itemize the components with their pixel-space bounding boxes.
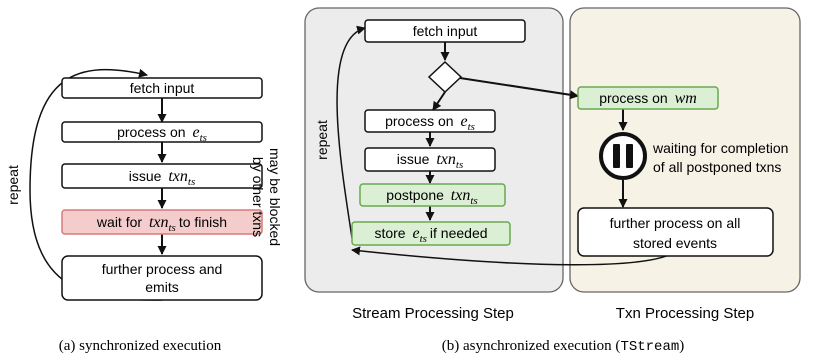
process-label-b: process on ets: [385, 113, 475, 133]
fetch-input-label-a: fetch input: [130, 80, 195, 96]
fetch-input-box-a: [61, 77, 263, 99]
blocked-note-line1: may be blocked: [267, 148, 283, 246]
panel-a: fetch input process on ets issue txnts w…: [5, 68, 283, 354]
repeat-label-a: repeat: [5, 165, 21, 205]
repeat-loop-arrow-b: [336, 25, 366, 239]
issue-label-b: issue txnts: [397, 151, 463, 171]
stream-processing-step-label: Stream Processing Step: [352, 305, 514, 322]
pause-icon: [599, 132, 647, 180]
caption-b: (b) asynchronized execution (TStream): [442, 338, 685, 355]
txn-processing-step-label: Txn Processing Step: [616, 305, 754, 322]
issue-box-b: [364, 147, 496, 172]
issue-box-a: [61, 163, 263, 189]
process-label-a: process on ets: [117, 124, 207, 144]
further-process-line2-a: emits: [145, 279, 178, 295]
panel-b: fetch input process on ets issue txnts p…: [304, 7, 801, 355]
issue-label-a: issue txnts: [129, 168, 195, 188]
waiting-label-line2: of all postponed txns: [653, 159, 781, 175]
process-wm-label: process on wm: [599, 90, 697, 107]
further-process-line1-b: further process on all: [610, 215, 741, 231]
waiting-label-line1: waiting for completion: [652, 140, 788, 156]
further-process-box-a: [61, 255, 263, 301]
postpone-label: postpone txnts: [386, 187, 477, 207]
arrow-b-to-wm: [459, 77, 579, 100]
arrow-b2: [432, 91, 446, 111]
blocked-note-line2: by other txns: [250, 157, 266, 237]
fetch-input-label-b: fetch input: [413, 23, 478, 39]
postpone-box: [359, 183, 506, 207]
fetch-input-box-b: [364, 19, 526, 43]
caption-a: (a) synchronized execution: [59, 338, 222, 354]
repeat-label-b: repeat: [314, 120, 330, 160]
wait-box-a: [61, 209, 263, 235]
process-wm-box: [577, 86, 719, 110]
further-process-line1-a: further process and: [102, 261, 223, 277]
further-process-box-b: [577, 207, 774, 257]
store-box: [351, 221, 511, 246]
further-process-line2-b: stored events: [633, 235, 717, 251]
process-box-a: [61, 121, 263, 143]
decision-diamond: [427, 60, 463, 94]
process-box-b: [364, 109, 496, 133]
